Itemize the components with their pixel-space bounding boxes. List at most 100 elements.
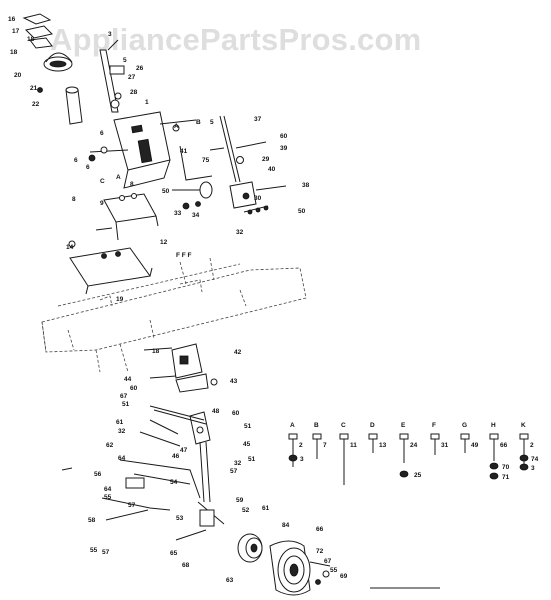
callout-47: 47 [180, 447, 188, 454]
callout-6: 6 [100, 130, 104, 137]
nut [489, 462, 499, 470]
callout-12: 12 [160, 239, 168, 246]
callout-39: 39 [280, 145, 288, 152]
pivot-parts [172, 181, 213, 210]
hardware-part-number: 2 [530, 442, 534, 449]
hardware-letter-D: D [370, 422, 375, 429]
callout-62: 62 [106, 442, 114, 449]
callout-40: 40 [268, 166, 276, 173]
nut [519, 463, 529, 471]
callout-16: 16 [8, 16, 16, 23]
callout-51: 51 [244, 423, 252, 430]
callout-46: 46 [172, 453, 180, 460]
control-knob-assembly [22, 13, 83, 125]
brake-lever-assembly [101, 405, 225, 541]
hardware-letter-G: G [462, 422, 467, 429]
callout-8: 8 [130, 181, 134, 188]
callout-64: 64 [104, 486, 112, 493]
callout-56: 56 [94, 471, 102, 478]
callout-33: 33 [174, 210, 182, 217]
shift-lever [99, 39, 125, 113]
callout-C: C [100, 178, 105, 185]
shift-rod-assembly [179, 115, 287, 215]
hardware-part-number: 2 [299, 442, 303, 449]
bolt-head [460, 433, 470, 440]
callout-44: 44 [124, 376, 132, 383]
callout-29: 29 [262, 156, 270, 163]
callout-55: 55 [90, 547, 98, 554]
callout-37: 37 [254, 116, 262, 123]
bolt-head [368, 433, 378, 440]
hardware-letter-F: F [432, 422, 436, 429]
watermark-text: AppliancePartsPros.com [50, 22, 421, 57]
callout-51: 51 [122, 401, 130, 408]
callout-B: B [196, 119, 201, 126]
bolt-head [519, 433, 529, 440]
callout-6: 6 [74, 157, 78, 164]
callout-9: 9 [100, 200, 104, 207]
callout-50: 50 [298, 208, 306, 215]
callout-65: 65 [170, 550, 178, 557]
hardware-sub-H2: 71 [502, 474, 510, 481]
callout-43: 43 [230, 378, 238, 385]
callout-30: 30 [254, 195, 262, 202]
callout-8: 8 [72, 196, 76, 203]
nut [288, 454, 298, 462]
callout-26: 26 [136, 65, 144, 72]
callout-FFF: F F F [176, 252, 192, 259]
callout-63: 63 [226, 577, 234, 584]
callout-18: 18 [10, 49, 18, 56]
lower-bracket [143, 343, 218, 393]
callout-54: 54 [170, 479, 178, 486]
callout-5: 5 [210, 119, 214, 126]
callout-19: 19 [116, 296, 124, 303]
callout-61: 61 [262, 505, 270, 512]
callout-57: 57 [102, 549, 110, 556]
hardware-sub-H1: 70 [502, 464, 510, 471]
hardware-letter-K: K [521, 422, 526, 429]
callout-68: 68 [182, 562, 190, 569]
callout-57: 57 [230, 468, 238, 475]
callout-3: 3 [108, 31, 112, 38]
callout-27: 27 [128, 74, 136, 81]
bolt-head [430, 433, 440, 440]
callout-34: 34 [192, 212, 200, 219]
callout-5: 5 [123, 57, 127, 64]
hardware-part-number: 49 [471, 442, 479, 449]
callout-A: A [116, 174, 121, 181]
hardware-part-number: 11 [350, 442, 357, 449]
callout-58: 58 [88, 517, 96, 524]
callout-41: 41 [180, 148, 188, 155]
control-bracket [88, 111, 197, 189]
callout-57: 57 [128, 502, 136, 509]
callout-21: 21 [30, 85, 38, 92]
bolt-head [399, 433, 409, 440]
hardware-letter-A: A [290, 422, 295, 429]
callout-67: 67 [324, 558, 332, 565]
callout-67: 67 [120, 393, 128, 400]
callout-32: 32 [118, 428, 126, 435]
callout-51: 51 [248, 456, 256, 463]
bolt-head [339, 433, 349, 440]
nut [519, 454, 529, 462]
callout-60: 60 [232, 410, 240, 417]
mounting-plate [68, 227, 153, 295]
bolt-head [288, 433, 298, 440]
tractor-frame-outline [41, 257, 307, 373]
callout-72: 72 [316, 548, 324, 555]
callout-69: 69 [340, 573, 348, 580]
hardware-part-number: 13 [379, 442, 387, 449]
callout-32: 32 [236, 229, 244, 236]
callout-50: 50 [162, 188, 170, 195]
callout-84: 84 [282, 522, 290, 529]
hardware-part-number: 24 [410, 442, 418, 449]
callout-17: 17 [12, 28, 20, 35]
callout-64: 64 [118, 455, 126, 462]
callout-48: 48 [212, 408, 220, 415]
callout-20: 20 [14, 72, 22, 79]
hardware-letter-C: C [341, 422, 346, 429]
callout-18: 18 [27, 36, 35, 43]
nut [399, 470, 409, 478]
